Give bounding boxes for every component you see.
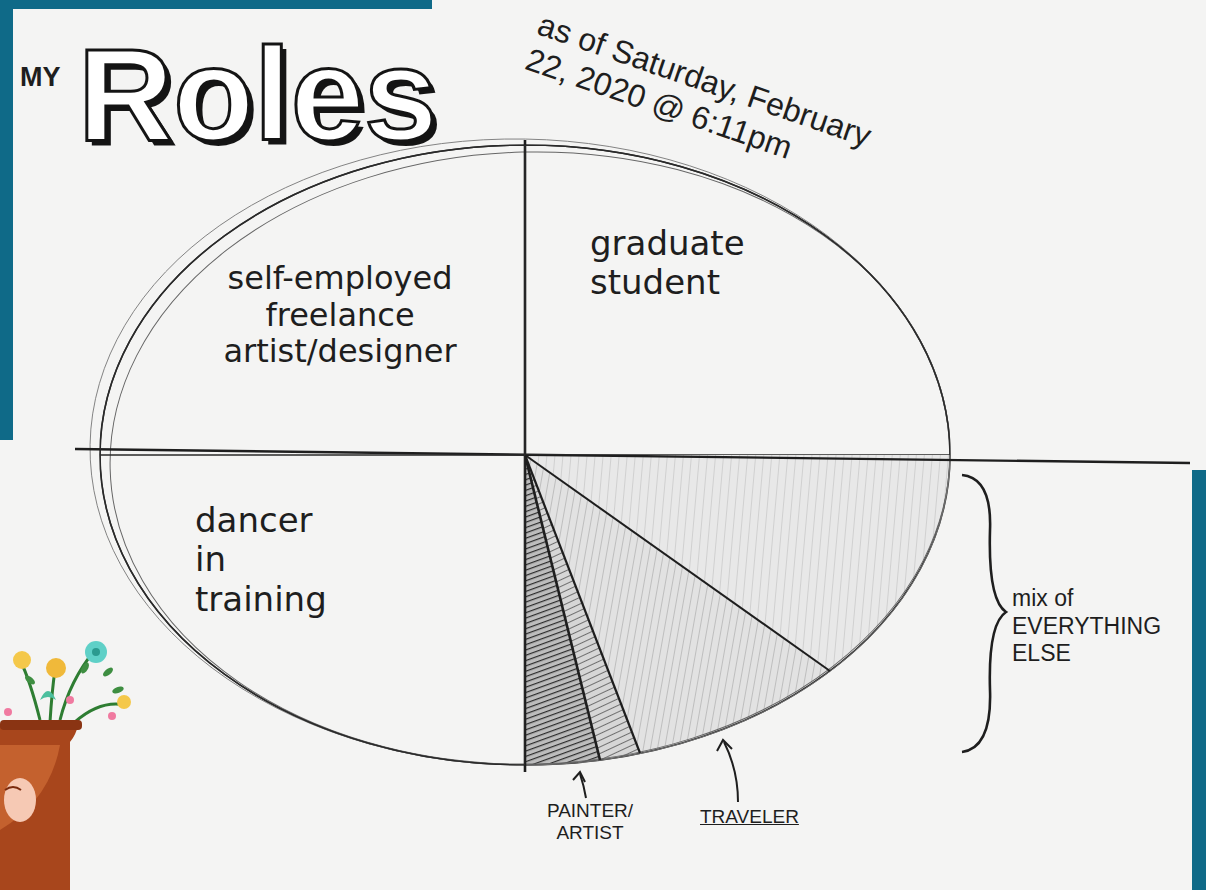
note-label: MY (20, 62, 61, 93)
sector-path (100, 455, 525, 765)
pie-outline (85, 132, 956, 773)
note-label: PAINTER/ ARTIST (530, 800, 650, 844)
divider-line (75, 449, 1190, 463)
slice-line (525, 455, 830, 671)
leader-arrow (724, 742, 738, 802)
sector-path (525, 145, 950, 455)
pie-sector: graduate student (525, 145, 950, 455)
slice-line (525, 455, 640, 753)
arrow-head (573, 772, 585, 782)
sector-text: dancer in training (195, 501, 345, 618)
sector-text: self-employed freelance artist/designer (190, 260, 490, 370)
sector-text: graduate student (590, 224, 790, 302)
note-label: TRAVELER (700, 806, 799, 828)
sector-outline (525, 145, 950, 455)
note-label: mix of EVERYTHING ELSE (1012, 585, 1184, 668)
note-label: as of Saturday, February 22, 2020 @ 6:11… (521, 6, 923, 206)
pie-sector: dancer in training (100, 455, 525, 765)
mix-slice (525, 455, 950, 671)
arrow-head (717, 740, 732, 751)
teal-bar (0, 0, 432, 9)
role-label: self-employed freelance artist/designer (190, 260, 490, 370)
teal-bar (1192, 470, 1206, 890)
sector-path (100, 145, 525, 455)
bracket (962, 475, 1006, 752)
flower-pot-illustration (0, 641, 131, 890)
role-label: graduate student (590, 224, 790, 302)
pie-sector: self-employed freelance artist/designer (100, 145, 525, 455)
teal-bar (0, 0, 13, 440)
role-label: dancer in training (195, 501, 345, 618)
title-text: Roles (78, 22, 437, 167)
